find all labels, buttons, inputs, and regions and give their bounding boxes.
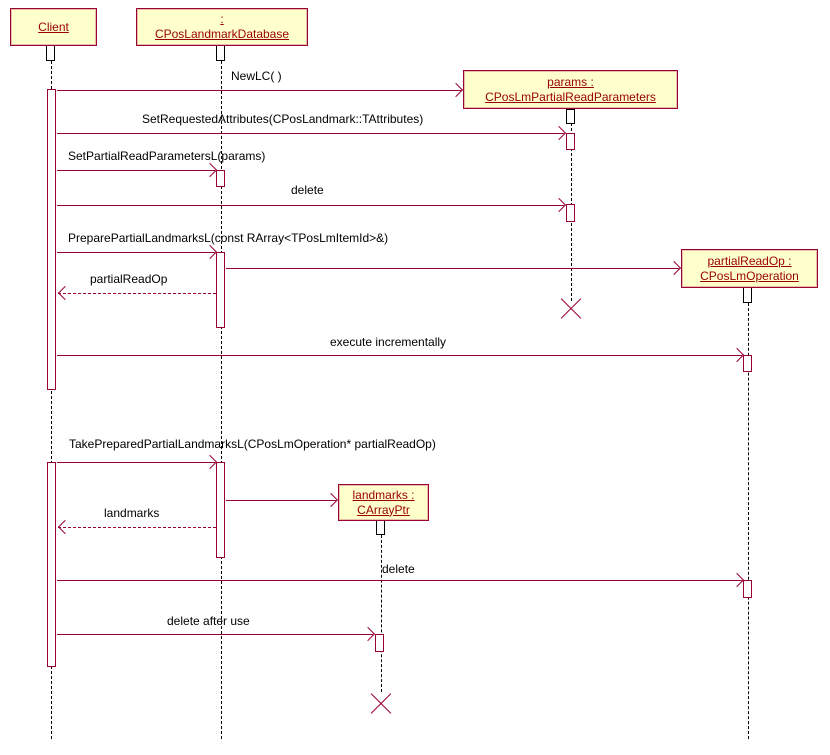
activation-stub-client [46, 44, 55, 61]
message-label-take-prepared-partial-landmarks: TakePreparedPartialLandmarksL(CPosLmOper… [69, 437, 436, 451]
message-line-set-requested-attributes [57, 133, 564, 134]
lifeline-database [221, 61, 222, 739]
lifeline-partial-read-op [748, 303, 749, 739]
object-label-client: Client [38, 19, 69, 34]
arrowhead-take-prepared-partial-landmarks-icon [202, 454, 218, 470]
arrowhead-delete-operation-icon [729, 572, 745, 588]
message-line-create-landmarks [226, 500, 336, 501]
message-label-delete-after-use: delete after use [167, 614, 250, 628]
message-label-delete-params: delete [291, 183, 324, 197]
object-box-landmarks: landmarks : CArrayPtr [338, 484, 429, 521]
activation-stub-database [216, 44, 225, 61]
object-label-params-class: CPosLmPartialReadParameters [485, 89, 656, 104]
return-line-landmarks [58, 527, 216, 528]
arrowhead-prepare-partial-landmarks-icon [202, 244, 218, 260]
arrowhead-return-partial-read-op-icon [57, 285, 73, 301]
arrowhead-create-partial-read-op-icon [666, 260, 682, 276]
object-label-partial-read-op-class: CPosLmOperation [700, 268, 799, 283]
arrowhead-new-lc-icon [448, 82, 464, 98]
arrowhead-create-landmarks-icon [323, 492, 339, 508]
message-label-new-lc: NewLC( ) [231, 69, 282, 83]
message-label-return-partial-read-op: partialReadOp [90, 272, 168, 286]
message-line-create-partial-read-op [226, 268, 679, 269]
activation-params-set-attrs [566, 133, 575, 150]
message-line-set-partial-read-parameters [57, 170, 215, 171]
message-label-delete-operation: delete [382, 562, 415, 576]
destroy-params-icon [559, 296, 583, 320]
destroy-landmarks-icon [369, 691, 393, 715]
message-line-delete-operation [57, 580, 742, 581]
message-line-delete-params [57, 205, 564, 206]
message-label-execute-incrementally: execute incrementally [330, 335, 447, 349]
activation-stub-landmarks [376, 519, 385, 535]
message-label-set-requested-attributes: SetRequestedAttributes(CPosLandmark::TAt… [142, 112, 424, 126]
return-line-partial-read-op [58, 293, 216, 294]
activation-db-prepare [216, 252, 225, 328]
arrowhead-set-partial-read-parameters-icon [202, 162, 218, 178]
arrowhead-return-landmarks-icon [57, 519, 73, 535]
message-line-prepare-partial-landmarks [57, 252, 215, 253]
activation-stub-partial-read-op [743, 287, 752, 303]
object-label-database-class: CPosLandmarkDatabase [154, 27, 290, 41]
arrowhead-execute-incrementally-icon [729, 347, 745, 363]
message-label-set-partial-read-parameters: SetPartialReadParametersL(params) [68, 149, 266, 163]
activation-landmarks-delete [375, 634, 384, 652]
object-box-client: Client [10, 8, 97, 46]
object-box-database: : CPosLandmarkDatabase [136, 8, 308, 46]
activation-db-take [216, 462, 225, 558]
object-label-database-name: : [220, 12, 224, 26]
activation-client-first [47, 89, 56, 390]
lifeline-client [51, 61, 52, 739]
arrowhead-delete-after-use-icon [360, 626, 376, 642]
message-label-return-landmarks: landmarks [104, 506, 160, 520]
object-box-partial-read-op: partialReadOp : CPosLmOperation [681, 249, 818, 288]
object-label-partial-read-op-name: partialReadOp : [707, 253, 792, 268]
object-box-params: params : CPosLmPartialReadParameters [463, 70, 678, 109]
lifeline-landmarks [381, 535, 382, 692]
message-label-prepare-partial-landmarks: PreparePartialLandmarksL(const RArray<TP… [68, 231, 389, 245]
activation-db-set-partial [216, 170, 225, 187]
activation-params-delete [566, 204, 575, 222]
activation-op-execute [743, 355, 752, 372]
activation-client-second [47, 462, 56, 667]
object-label-landmarks-name: landmarks : [352, 487, 415, 502]
message-line-delete-after-use [57, 634, 373, 635]
activation-stub-params [566, 109, 575, 124]
object-label-params-name: params : [547, 74, 594, 89]
arrowhead-delete-params-icon [551, 197, 567, 213]
message-line-take-prepared-partial-landmarks [57, 462, 215, 463]
activation-op-delete [743, 580, 752, 598]
message-line-execute-incrementally [57, 355, 742, 356]
message-line-new-lc [57, 90, 461, 91]
object-label-landmarks-class: CArrayPtr [357, 502, 410, 517]
arrowhead-set-requested-attributes-icon [551, 125, 567, 141]
